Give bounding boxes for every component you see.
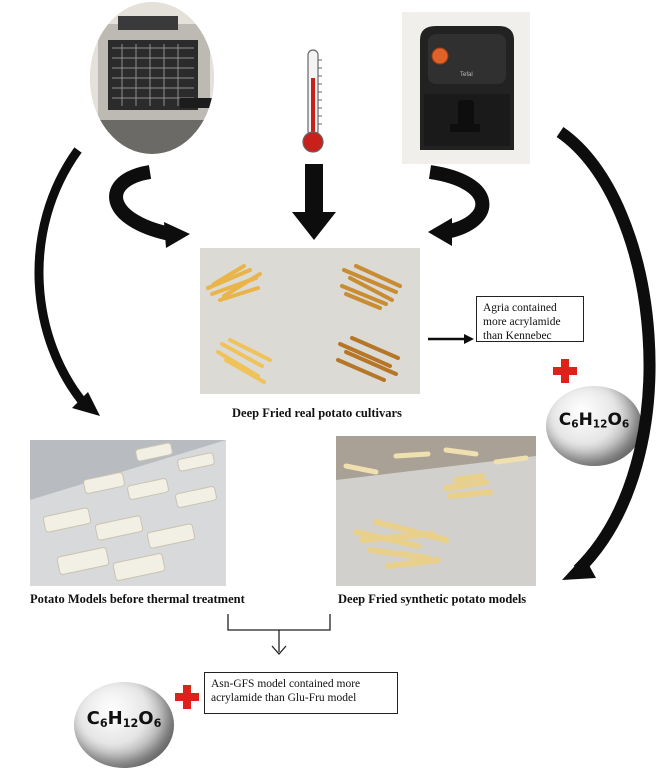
asn-gfs-note: Asn-GFS model contained more acrylamide … — [204, 672, 398, 714]
arrow-thermometer-head — [292, 212, 336, 240]
deep-fried-cultivars-photo — [200, 248, 420, 394]
agria-note: Agria contained more acrylamide than Ken… — [476, 296, 584, 342]
arrow-airfryer-to-synthetic-head — [562, 556, 596, 580]
agria-note-text: Agria contained more acrylamide than Ken… — [483, 302, 561, 342]
glucose-formula-bottom: C6H12O6 — [74, 708, 174, 730]
potato-models-illustration — [30, 440, 226, 586]
comparison-bracket — [227, 614, 331, 631]
arrow-fryer-hook-head — [164, 222, 190, 248]
arrow-fryer-to-models-head — [72, 392, 100, 416]
arrow-airfryer-hook-head — [428, 218, 452, 246]
glucose-formula-right: C6H12O6 — [546, 410, 642, 431]
formula-hydrogen: H — [107, 708, 123, 729]
arrow-thermometer-shaft — [305, 164, 323, 214]
deep-fryer-photo — [90, 2, 214, 154]
caption-deep-fried-synthetic: Deep Fried synthetic potato models — [338, 592, 527, 606]
arrow-airfryer-to-synthetic — [556, 127, 656, 575]
asn-gfs-note-text: Asn-GFS model contained more acrylamide … — [211, 678, 361, 704]
formula-oxygen: O — [138, 708, 154, 729]
plus-icon-bottom — [175, 685, 199, 709]
air-fryer-brand: Tefal — [460, 72, 473, 78]
air-fryer-photo: Tefal — [402, 12, 530, 164]
plus-icon-right — [553, 359, 577, 383]
deep-fryer-illustration — [90, 2, 214, 154]
formula-hydrogen-count: 12 — [122, 716, 139, 730]
synthetic-fries-illustration — [336, 436, 536, 586]
caption-models-before: Potato Models before thermal treatment — [30, 592, 245, 606]
comparison-bracket-tip — [271, 645, 287, 655]
formula-oxygen-count: 6 — [621, 418, 630, 431]
formula-carbon: C — [86, 708, 100, 729]
formula-hydrogen: H — [578, 410, 593, 430]
formula-oxygen: O — [607, 410, 622, 430]
deep-fried-synthetic-photo — [336, 436, 536, 586]
glucose-sphere-bottom: C6H12O6 — [74, 682, 174, 768]
caption-deep-fried-cultivars: Deep Fried real potato cultivars — [232, 406, 402, 420]
fries-illustration — [200, 248, 420, 394]
formula-carbon-count: 6 — [99, 716, 108, 730]
potato-models-photo — [30, 440, 226, 586]
glucose-sphere-right: C6H12O6 — [546, 386, 642, 466]
air-fryer-illustration: Tefal — [402, 12, 530, 164]
thermometer-icon — [302, 49, 324, 153]
formula-carbon: C — [558, 410, 572, 430]
arrow-to-agria-note-head — [464, 334, 474, 344]
formula-carbon-count: 6 — [571, 418, 579, 431]
arrow-airfryer-hook — [428, 165, 490, 239]
arrow-fryer-hook — [109, 165, 172, 241]
arrow-fryer-to-models — [34, 147, 90, 409]
formula-oxygen-count: 6 — [153, 716, 162, 730]
formula-hydrogen-count: 12 — [592, 418, 608, 431]
